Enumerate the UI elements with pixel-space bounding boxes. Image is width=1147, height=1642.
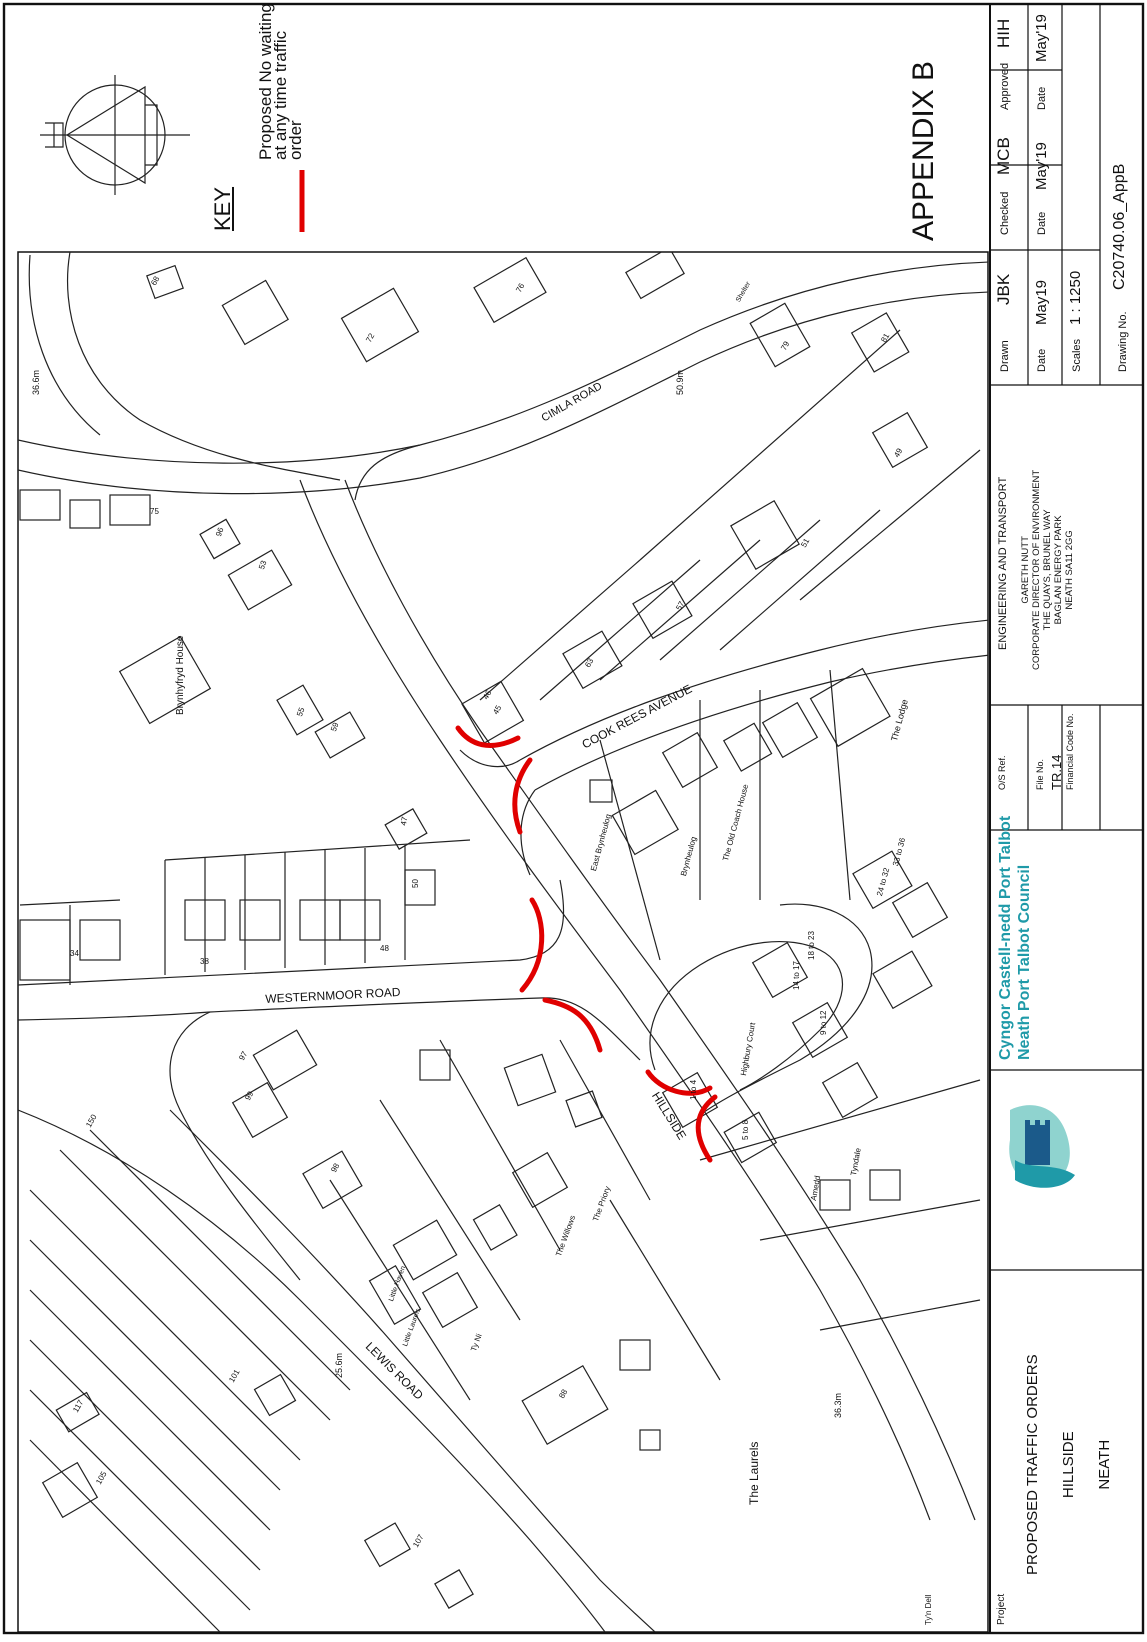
- house-number: 75: [150, 507, 159, 516]
- house-number: 34: [70, 949, 79, 958]
- address: GARETH NUTT CORPORATE DIRECTOR OF ENVIRO…: [1020, 469, 1075, 670]
- project-title: PROPOSED TRAFFIC ORDERS HILLSIDE NEATH: [1024, 1354, 1113, 1575]
- project-label: Project: [996, 1593, 1007, 1625]
- highbury-court-road-outer: [699, 903, 873, 1116]
- highbury-court-road: [649, 941, 843, 1091]
- buildings: [19, 252, 949, 1609]
- drawn-label: Drawn: [999, 340, 1011, 372]
- house-number: 14 to 17: [792, 961, 801, 990]
- council-castle-logo-icon: [1009, 1105, 1075, 1188]
- lewis-road-kerb-west: [18, 1109, 606, 1632]
- drawn-date-label: Date: [1036, 348, 1048, 372]
- checked-date: May'19: [1033, 142, 1050, 190]
- legend-label: Proposed No waiting at any time traffic …: [256, 3, 305, 160]
- cook-rees-corner-south: [520, 789, 536, 876]
- west-road-kerb: [28, 254, 101, 436]
- approved-by: HIH: [994, 18, 1013, 48]
- hillside-kerb-west: [299, 479, 931, 1521]
- key-heading: KEY: [210, 186, 235, 231]
- drawn-date: May19: [1033, 279, 1050, 325]
- north-arrow-icon: [40, 75, 190, 195]
- property-name: The Laurels: [747, 1441, 761, 1505]
- house-number: 48: [380, 944, 389, 953]
- restriction-line: [695, 1094, 718, 1163]
- map-frame: [17, 251, 989, 1633]
- westernmoor-road-kerb-north: [18, 879, 565, 986]
- spot-height: 50.9m: [675, 369, 685, 395]
- spot-height: 36.3m: [833, 1392, 843, 1418]
- council-name-welsh: Cyngor Castell-nedd Port Talbot: [997, 815, 1014, 1060]
- financial-code-label: Financial Code No.: [1065, 713, 1075, 790]
- house-number: 50: [411, 879, 420, 888]
- restriction-line: [519, 897, 545, 993]
- cook-rees-avenue-kerb-north: [519, 619, 988, 761]
- plot-boundaries-east: [479, 329, 981, 961]
- scales-label: Scales: [1071, 338, 1083, 372]
- plot-boundaries-south: [329, 1039, 981, 1401]
- drawn-by: JBK: [994, 273, 1013, 305]
- spot-height: 36.6m: [31, 369, 41, 395]
- checked-date-label: Date: [1036, 211, 1048, 235]
- checked-by: MCB: [994, 137, 1013, 175]
- lewis-road-junction-kerb: [169, 1011, 301, 1281]
- title-block-grid: [990, 4, 1143, 1271]
- lewis-road-kerb-east: [169, 1109, 656, 1632]
- drawing-no: C20740.06_AppB: [1111, 163, 1128, 290]
- cimla-road-west-kerb: [67, 252, 341, 481]
- westernmoor-road-kerb-south: [18, 997, 641, 1061]
- plot-boundaries-west: [29, 1129, 351, 1632]
- cimla-road-kerb-north: [18, 261, 988, 464]
- house-number: 47: [399, 816, 410, 827]
- department: ENGINEERING AND TRANSPORT: [997, 476, 1009, 650]
- restriction-line: [455, 725, 521, 748]
- approved-date: May'19: [1033, 14, 1050, 62]
- house-number: 1 to 4: [689, 1079, 698, 1100]
- property-name: Brynhyfryd House: [175, 635, 186, 715]
- map-content: [18, 252, 988, 1632]
- appendix-title: APPENDIX B: [907, 60, 940, 241]
- approved-date-label: Date: [1036, 86, 1048, 110]
- house-number: 38: [200, 957, 209, 966]
- drawing-no-label: Drawing No.: [1117, 311, 1129, 372]
- house-number: 18 to 23: [807, 931, 816, 960]
- house-number: 5 to 8: [741, 1119, 750, 1140]
- cook-rees-avenue-kerb-south: [534, 654, 988, 791]
- spot-height: 25.6m: [334, 1352, 344, 1378]
- cimla-road-kerb-south: [18, 291, 988, 495]
- scale-value: 1 : 1250: [1067, 270, 1084, 325]
- approved-label: Approved: [999, 62, 1011, 110]
- hillside-cimla-junction: [354, 444, 421, 501]
- hillside-kerb-east: [344, 479, 976, 1521]
- no-waiting-restrictions: [455, 725, 718, 1163]
- house-number: 9 to 12: [819, 1010, 828, 1035]
- cook-rees-corner-north: [459, 749, 521, 768]
- restriction-line: [542, 997, 603, 1053]
- os-ref-label: O/S Ref.: [997, 755, 1007, 790]
- council-name-english: Neath Port Talbot Council: [1016, 864, 1033, 1060]
- file-no: TR.14: [1049, 754, 1064, 790]
- property-name: Ty'n Dell: [924, 1594, 933, 1625]
- restriction-line: [512, 757, 533, 835]
- plot-boundaries-westernmoor: [19, 839, 471, 985]
- restriction-line: [645, 1069, 713, 1096]
- checked-label: Checked: [999, 191, 1011, 235]
- file-no-label: File No.: [1035, 758, 1045, 790]
